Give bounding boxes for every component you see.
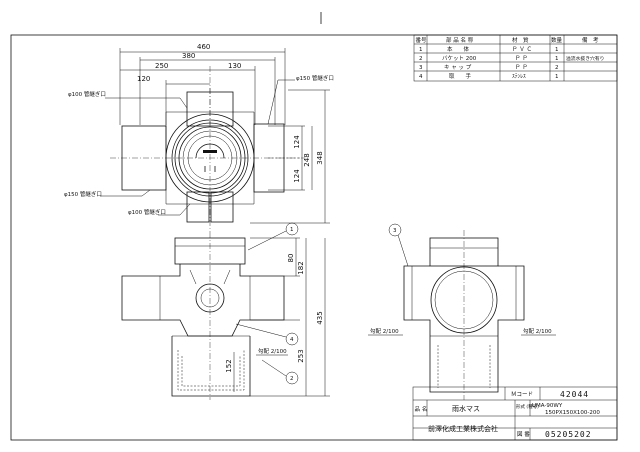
front-view: 80 182 435 253 152 勾配 2/100 1 4 2: [121, 222, 330, 400]
parts-row-3-no: 3: [419, 65, 423, 71]
parts-row-2-note: 溢流水抜き穴有り: [566, 55, 604, 62]
balloon-3: [388, 223, 402, 237]
dim-152: 152: [225, 359, 233, 372]
model-label: 形式 (種号): [516, 403, 539, 410]
parts-row-3-name: キ ャ ッ プ: [444, 64, 472, 71]
parts-row-3-material: Ｐ Ｐ: [515, 64, 528, 71]
model-value-2: 150PX150X100-200: [545, 410, 600, 416]
parts-row-2-no: 2: [419, 56, 423, 62]
parts-row-2-material: Ｐ Ｐ: [515, 55, 528, 62]
parts-row-3-qty: 2: [555, 65, 559, 71]
parts-row-1-qty: 1: [555, 47, 559, 53]
mcode-value: 42044: [560, 390, 589, 399]
name-label: 品 名: [415, 405, 428, 413]
label-slope-side-right: 勾配 2/100: [523, 327, 552, 335]
dim-380: 380: [182, 52, 195, 60]
parts-row-4-qty: 1: [555, 74, 559, 80]
parts-header-name: 部 品 名 称: [446, 36, 474, 44]
dim-120: 120: [137, 75, 150, 83]
model-value-1: UMA-90WY: [532, 403, 563, 409]
parts-row-1-no: 1: [419, 47, 423, 53]
dim-253: 253: [297, 349, 305, 362]
dim-348: 348: [316, 151, 324, 164]
dim-130: 130: [228, 62, 241, 70]
dim-250: 250: [155, 62, 168, 70]
label-pipe100-bottom: φ100 管継ぎ口: [128, 208, 166, 216]
balloon-1: [285, 222, 299, 236]
parts-row-4-name: 取 手: [449, 72, 472, 80]
title-block: Ｍコード 42044 品 名 雨水マス 形式 (種号) UMA-90WY 150…: [412, 386, 618, 441]
company-name: 前澤化成工業株式会社: [428, 424, 498, 433]
label-pipe150-right: φ150 管継ぎ口: [296, 74, 334, 82]
balloon-1-label: 1: [290, 227, 294, 233]
plan-view: 460 380 250 130 120 124 124 248 348: [64, 43, 334, 232]
drawing-border: [10, 34, 618, 441]
parts-header-material: 材 質: [512, 36, 529, 44]
parts-row-2-name: バケット 200: [442, 55, 477, 62]
label-pipe150-left: φ150 管継ぎ口: [64, 190, 102, 198]
parts-header-note: 備 考: [582, 36, 599, 44]
dim-182: 182: [297, 261, 305, 274]
mcode-label: Ｍコード: [511, 391, 533, 398]
dim-80: 80: [287, 254, 295, 263]
balloon-4-label: 4: [290, 337, 294, 343]
dim-124-upper: 124: [293, 135, 301, 149]
drawing-no: 05205202: [545, 430, 592, 439]
parts-header-qty: 数量: [551, 36, 563, 44]
label-pipe100-top: φ100 管継ぎ口: [68, 90, 106, 98]
parts-row-1-material: Ｐ Ｖ Ｃ: [512, 46, 532, 53]
label-slope-front: 勾配 2/100: [258, 347, 287, 355]
dim-248: 248: [303, 153, 311, 166]
parts-row-4-no: 4: [419, 74, 423, 80]
name-value: 雨水マス: [452, 404, 480, 413]
balloon-2: [285, 371, 299, 385]
label-slope-side-left: 勾配 2/100: [370, 327, 399, 335]
parts-table: 番号 部 品 名 称 材 質 数量 備 考 1 本 体 Ｐ Ｖ Ｃ 1 2 バケ…: [413, 34, 618, 82]
dim-124-lower: 124: [293, 169, 301, 183]
parts-row-2-qty: 1: [555, 56, 559, 62]
balloon-3-label: 3: [393, 228, 397, 234]
parts-header-no: 番号: [416, 37, 428, 44]
parts-row-4-material: ｽﾃﾝﾚｽ: [512, 73, 526, 80]
drawing-no-label: 図 番: [517, 431, 530, 438]
side-view: 3 勾配 2/100 勾配 2/100: [368, 223, 556, 400]
parts-row-1-name: 本 体: [447, 45, 470, 53]
dim-435: 435: [316, 311, 324, 324]
balloon-2-label: 2: [290, 376, 294, 382]
dim-460: 460: [197, 43, 210, 51]
balloon-4: [285, 332, 299, 346]
